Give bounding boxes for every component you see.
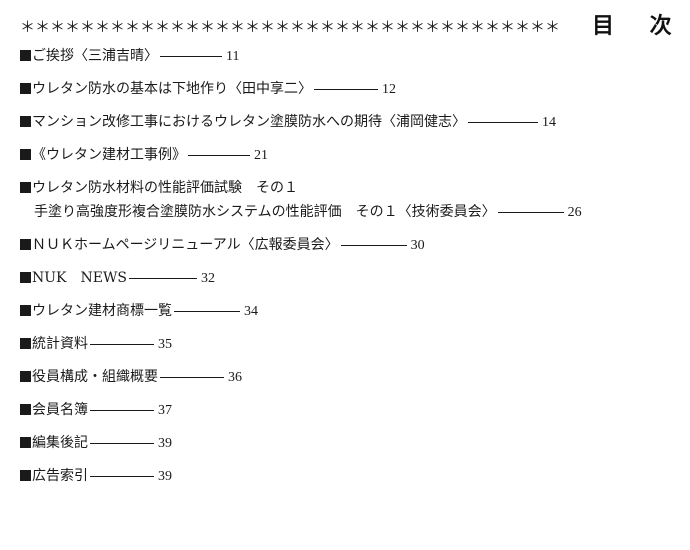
toc-entry-title: 会員名簿 bbox=[32, 402, 88, 418]
table-of-contents: ご挨拶〈三浦吉晴〉 11 ウレタン防水の基本は下地作り〈田中享二〉 12 マンシ… bbox=[20, 46, 670, 487]
leader-line bbox=[90, 476, 154, 477]
toc-entry-title: 《ウレタン建材工事例》 bbox=[32, 147, 186, 163]
toc-entry-mansion-renovation[interactable]: マンション改修工事におけるウレタン塗膜防水への期待〈浦岡健志〉 14 bbox=[20, 112, 670, 133]
square-bullet-icon bbox=[20, 50, 31, 61]
toc-entry-title: 編集後記 bbox=[32, 435, 88, 451]
toc-entry-editors-note[interactable]: 編集後記 39 bbox=[20, 433, 670, 454]
asterisk-rule: ＊＊＊＊＊＊＊＊＊＊＊＊＊＊＊＊＊＊＊＊＊＊＊＊＊＊＊＊＊＊＊＊＊＊＊＊ bbox=[20, 18, 561, 36]
leader-line bbox=[90, 344, 154, 345]
toc-entry-homepage-renewal[interactable]: ＮＵＫホームページリニューアル〈広報委員会〉 30 bbox=[20, 235, 670, 256]
leader-line bbox=[160, 56, 222, 57]
toc-entry-page: 37 bbox=[158, 403, 172, 418]
toc-entry-nuk-news[interactable]: NUK NEWS 32 bbox=[20, 268, 670, 289]
toc-entry-page: 32 bbox=[200, 271, 215, 286]
toc-entry-page: 12 bbox=[382, 82, 396, 97]
toc-entry-member-directory[interactable]: 会員名簿 37 bbox=[20, 400, 670, 421]
leader-line bbox=[497, 212, 564, 213]
toc-entry-greeting[interactable]: ご挨拶〈三浦吉晴〉 11 bbox=[20, 46, 670, 67]
toc-entry-title: ＮＵＫホームページリニューアル〈広報委員会〉 bbox=[32, 237, 339, 253]
toc-entry-page: 14 bbox=[542, 115, 556, 130]
toc-header: ＊＊＊＊＊＊＊＊＊＊＊＊＊＊＊＊＊＊＊＊＊＊＊＊＊＊＊＊＊＊＊＊＊＊＊＊ 目 次 bbox=[20, 6, 672, 42]
leader-line bbox=[174, 311, 240, 312]
square-bullet-icon bbox=[20, 239, 31, 250]
toc-entry-statistics[interactable]: 統計資料 35 bbox=[20, 334, 670, 355]
toc-entry-ad-index[interactable]: 広告索引 39 bbox=[20, 466, 670, 487]
square-bullet-icon bbox=[20, 182, 31, 193]
toc-entry-page: 34 bbox=[244, 304, 258, 319]
square-bullet-icon bbox=[20, 149, 31, 160]
page-title: 目 次 bbox=[592, 14, 686, 39]
square-bullet-icon bbox=[20, 437, 31, 448]
toc-entry-title: 統計資料 bbox=[32, 336, 88, 352]
leader-line bbox=[90, 410, 154, 411]
square-bullet-icon bbox=[20, 404, 31, 415]
toc-entry-page: 11 bbox=[226, 49, 240, 64]
toc-entry-title: NUK NEWS bbox=[32, 270, 127, 286]
toc-entry-urethane-basics[interactable]: ウレタン防水の基本は下地作り〈田中享二〉 12 bbox=[20, 79, 670, 100]
toc-entry-trademark-list[interactable]: ウレタン建材商標一覧 34 bbox=[20, 301, 670, 322]
toc-entry-title: 広告索引 bbox=[32, 468, 88, 484]
toc-entry-page: 39 bbox=[158, 436, 172, 451]
leader-line bbox=[160, 377, 224, 378]
toc-entry-subtitle: 手塗り高強度形複合塗膜防水システムの性能評価 その１〈技術委員会〉 bbox=[34, 204, 496, 220]
toc-entry-title: 役員構成・組織概要 bbox=[32, 369, 158, 385]
toc-entry-construction-examples[interactable]: 《ウレタン建材工事例》 21 bbox=[20, 145, 670, 166]
leader-line bbox=[128, 278, 197, 279]
toc-entry-organization[interactable]: 役員構成・組織概要 36 bbox=[20, 367, 670, 388]
toc-entry-page: 30 bbox=[410, 238, 425, 253]
leader-line bbox=[340, 245, 407, 246]
square-bullet-icon bbox=[20, 338, 31, 349]
toc-entry-page: 39 bbox=[158, 469, 172, 484]
leader-line bbox=[90, 443, 154, 444]
toc-entry-performance-test[interactable]: ウレタン防水材料の性能評価試験 その１ 手塗り高強度形複合塗膜防水システムの性能… bbox=[20, 178, 670, 223]
leader-line bbox=[468, 122, 538, 123]
toc-entry-page: 36 bbox=[228, 370, 242, 385]
toc-entry-page: 26 bbox=[567, 205, 582, 220]
toc-entry-page: 21 bbox=[254, 148, 268, 163]
toc-entry-page: 35 bbox=[158, 337, 172, 352]
toc-entry-title: ウレタン防水材料の性能評価試験 その１ bbox=[32, 180, 298, 196]
square-bullet-icon bbox=[20, 83, 31, 94]
toc-entry-title: ウレタン建材商標一覧 bbox=[32, 303, 172, 319]
leader-line bbox=[314, 89, 378, 90]
square-bullet-icon bbox=[20, 371, 31, 382]
square-bullet-icon bbox=[20, 470, 31, 481]
square-bullet-icon bbox=[20, 305, 31, 316]
toc-entry-title: ウレタン防水の基本は下地作り〈田中享二〉 bbox=[32, 81, 312, 97]
square-bullet-icon bbox=[20, 116, 31, 127]
square-bullet-icon bbox=[20, 272, 31, 283]
leader-line bbox=[188, 155, 250, 156]
toc-entry-title: ご挨拶〈三浦吉晴〉 bbox=[32, 48, 158, 64]
toc-entry-title: マンション改修工事におけるウレタン塗膜防水への期待〈浦岡健志〉 bbox=[32, 114, 466, 130]
